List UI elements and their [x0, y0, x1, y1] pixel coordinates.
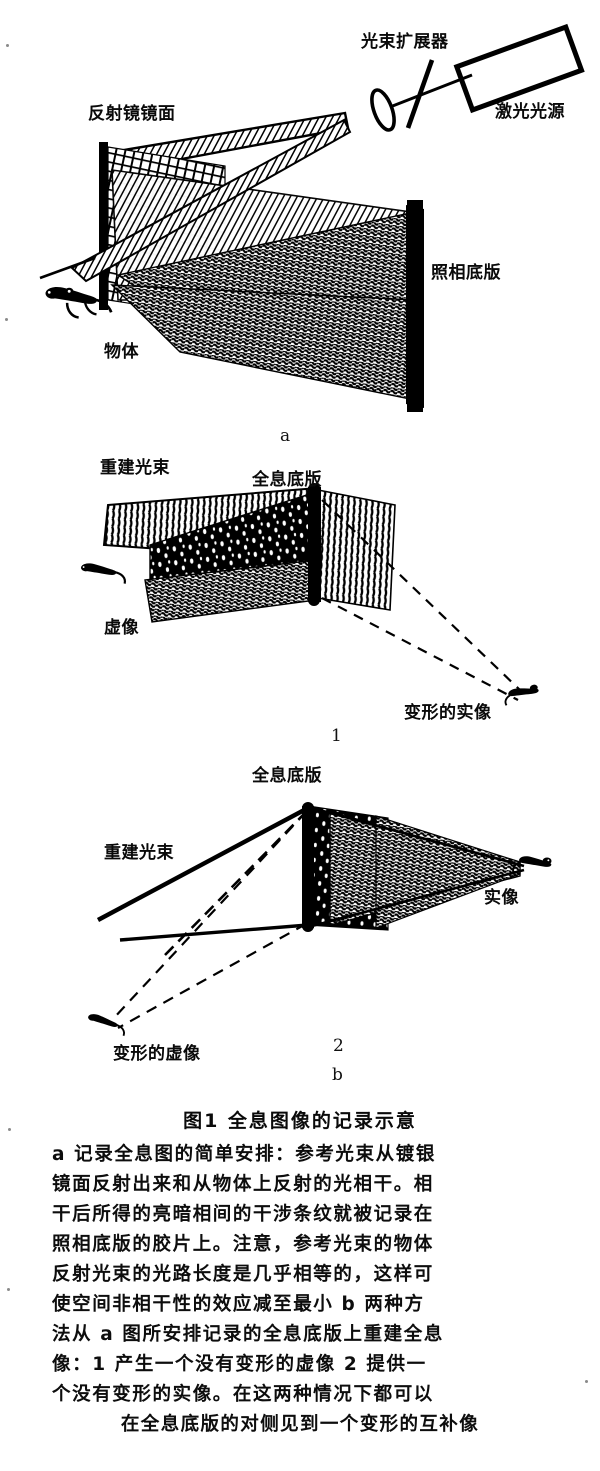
caption-line: 干后所得的亮暗相间的干涉条纹就被记录在 — [52, 1204, 434, 1225]
figure-caption: 图1 全息图像的记录示意 a 记录全息图的简单安排：参考光束从镀银 镜面反射出来… — [0, 1100, 600, 1440]
object-wavefront-lower — [110, 284, 416, 401]
cone-edge-upper-panel-2 — [311, 806, 525, 868]
caption-line: a 记录全息图的简单安排：参考光束从镀银 — [52, 1144, 436, 1165]
panel-a-illustration — [39, 23, 585, 412]
panel-b2-illustration — [88, 802, 552, 1037]
real-image-cone-inner — [375, 815, 521, 929]
label-beam-expander: 光束扩展器 — [361, 32, 449, 52]
dashed-ray-upper-panel-2 — [111, 811, 307, 1021]
scan-speck — [7, 1288, 10, 1291]
hologram-plate-panel-2 — [302, 806, 314, 928]
caption-line: 反射光束的光路长度是几乎相等的，这样可 — [52, 1264, 434, 1285]
scan-speck — [5, 318, 8, 321]
reconstruction-ray-dashed-panel-2 — [164, 811, 307, 956]
dashed-ray-upper-panel-1 — [321, 499, 521, 691]
hologram-figure-illustration — [39, 23, 585, 1037]
caption-title: 图1 全息图像的记录示意 — [183, 1110, 417, 1132]
label-distorted-virtual-image: 变形的虚像 — [113, 1044, 201, 1064]
panel-b1-illustration — [81, 483, 539, 706]
beam-expander-optics — [370, 59, 435, 132]
distorted-virtual-image-mouse — [88, 1014, 125, 1037]
object-pointer-line — [39, 256, 96, 280]
label-mirror-surface: 反射镜镜面 — [88, 104, 176, 124]
panel-letter-1: 1 — [331, 726, 342, 746]
object-illumination-beam — [70, 118, 352, 283]
expander-lens — [370, 88, 396, 132]
panel-letter-b: b — [332, 1065, 343, 1085]
panel-letter-2: 2 — [333, 1036, 344, 1056]
photographic-plate-body — [407, 200, 423, 412]
caption-line: 镜面反射出来和从物体上反射的光相干。相 — [52, 1174, 434, 1195]
scan-speck — [8, 1128, 11, 1131]
hologram-plate-panel-1 — [308, 487, 321, 602]
label-hologram-plate-2: 全息底版 — [252, 766, 322, 786]
label-distorted-real-image: 变形的实像 — [404, 703, 492, 723]
panel-letter-a: a — [280, 426, 291, 446]
caption-line: 法从 a 图所安排记录的全息底版上重建全息 — [52, 1324, 444, 1345]
mirror-frame-edge — [99, 142, 108, 310]
caption-last-line: 在全息底版的对侧见到一个变形的互补像 — [120, 1414, 480, 1435]
object-mouse-panel-a — [45, 287, 113, 319]
label-object: 物体 — [104, 342, 139, 362]
label-virtual-image: 虚像 — [104, 618, 139, 638]
cone-edge-lower-panel-2 — [311, 868, 525, 928]
label-laser-source: 激光光源 — [495, 102, 565, 122]
caption-line: 个没有变形的实像。在这两种情况下都可以 — [52, 1384, 434, 1405]
reconstruction-ray-top-panel-2 — [96, 806, 310, 922]
caption-line: 使空间非相干性的效应减至最小 b 两种方 — [52, 1294, 425, 1315]
caption-line: 照相底版的胶片上。注意，参考光束的物体 — [52, 1234, 434, 1255]
virtual-image-mouse — [81, 563, 126, 584]
scan-speck — [6, 44, 9, 47]
transmitted-beam-panel-1 — [317, 489, 396, 611]
label-photographic-plate: 照相底版 — [431, 263, 501, 283]
reconstruction-ray-bottom-panel-2 — [119, 923, 309, 942]
label-hologram-plate-1: 全息底版 — [252, 470, 322, 490]
label-reconstruction-beam-2: 重建光束 — [104, 843, 174, 863]
distorted-real-image-mouse — [504, 684, 539, 706]
dashed-ray-lower-panel-2 — [117, 923, 307, 1029]
dashed-ray-lower-panel-1 — [321, 597, 519, 701]
scan-speck — [585, 1380, 588, 1383]
laser-source-box — [453, 23, 585, 114]
label-real-image: 实像 — [484, 888, 519, 908]
real-image-mouse — [512, 856, 552, 873]
caption-body: a 记录全息图的简单安排：参考光束从镀银 镜面反射出来和从物体上反射的光相干。相… — [0, 1140, 600, 1440]
laser-beam-line — [389, 73, 473, 109]
caption-line: 像：1 产生一个没有变形的虚像 2 提供一 — [52, 1354, 427, 1375]
label-reconstruction-beam-1: 重建光束 — [100, 458, 170, 478]
